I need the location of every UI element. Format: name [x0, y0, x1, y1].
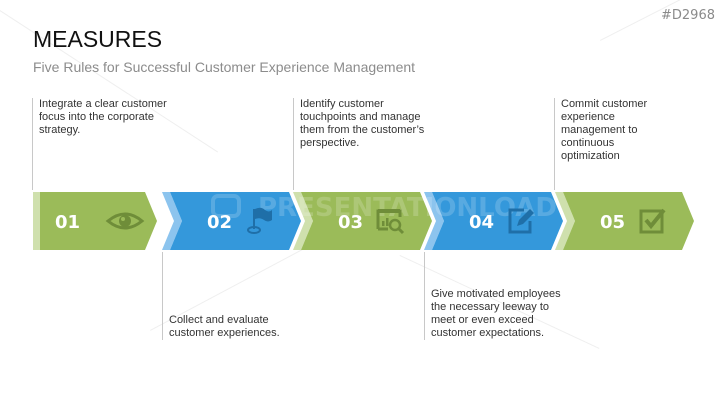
step-number: 01 [55, 212, 80, 233]
step-5-text: Commit customer experience management to… [561, 98, 648, 162]
slide-subtitle: Five Rules for Successful Customer Exper… [33, 59, 416, 75]
step-2-text: Collect and evaluate customer experience… [169, 314, 280, 339]
step-1-text: Integrate a clear customer focus into th… [39, 98, 167, 136]
step-5-description: Commit customer experience management to… [554, 98, 661, 190]
step-number: 02 [207, 212, 232, 233]
step-4-description: Give motivated employees the necessary l… [424, 252, 563, 340]
watermark-logo-icon [211, 194, 241, 218]
step-body [40, 192, 157, 250]
step-accent-strip [293, 192, 313, 250]
step-3-text: Identify customer touchpoints and manage… [300, 98, 425, 149]
step-chevron-02 [162, 192, 301, 250]
step-accent-strip [424, 192, 444, 250]
watermark: PRESENTATIONLOAD [258, 193, 557, 223]
step-number: 04 [469, 212, 494, 233]
step-number: 05 [600, 212, 625, 233]
step-accent-strip [162, 192, 182, 250]
step-body [170, 192, 301, 250]
slide-title: MEASURES [33, 26, 163, 52]
checkbox-icon [639, 208, 666, 234]
step-chevron-03 [293, 192, 432, 250]
chart-search-icon [376, 209, 405, 235]
step-accent-strip [33, 192, 40, 250]
flag-icon [247, 207, 272, 234]
step-3-description: Identify customer touchpoints and manage… [293, 98, 426, 190]
step-chevron-04 [424, 192, 563, 250]
eye-icon [105, 212, 145, 230]
step-body [301, 192, 432, 250]
step-chevron-05 [555, 192, 694, 250]
step-1-description: Integrate a clear customer focus into th… [32, 98, 169, 190]
edit-icon [508, 208, 534, 234]
document-id: #D2968 [661, 8, 715, 23]
step-number: 03 [338, 212, 363, 233]
step-body [563, 192, 694, 250]
step-4-text: Give motivated employees the necessary l… [431, 288, 561, 339]
step-chevron-01 [33, 192, 157, 250]
step-accent-strip [555, 192, 575, 250]
step-2-description: Collect and evaluate customer experience… [162, 252, 299, 340]
step-body [432, 192, 563, 250]
